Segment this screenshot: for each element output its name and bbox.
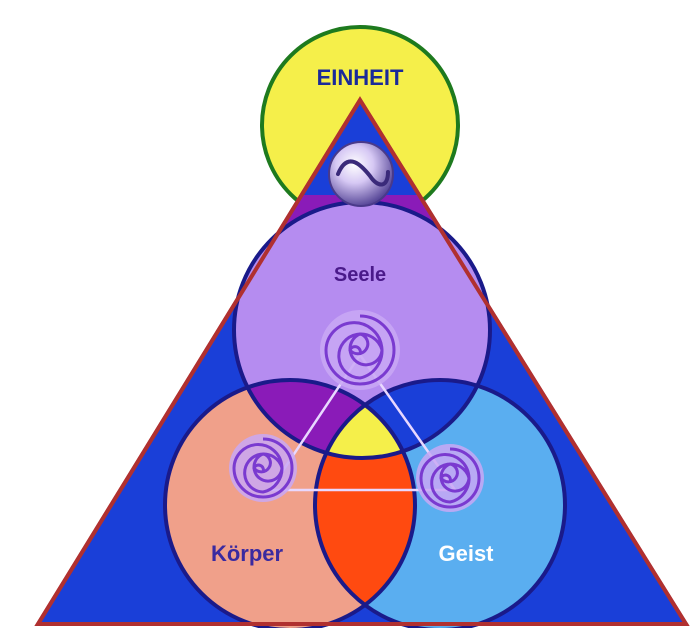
yin-yang-orb-icon [329,142,393,206]
spirit-label: Geist [438,541,494,566]
body-label: Körper [211,541,284,566]
soul-label: Seele [334,264,386,286]
labyrinth-spiral-icon [229,434,297,502]
unity-label: EINHEIT [317,65,404,90]
labyrinth-spiral-icon [416,444,484,512]
labyrinth-spiral-icon [320,310,400,390]
